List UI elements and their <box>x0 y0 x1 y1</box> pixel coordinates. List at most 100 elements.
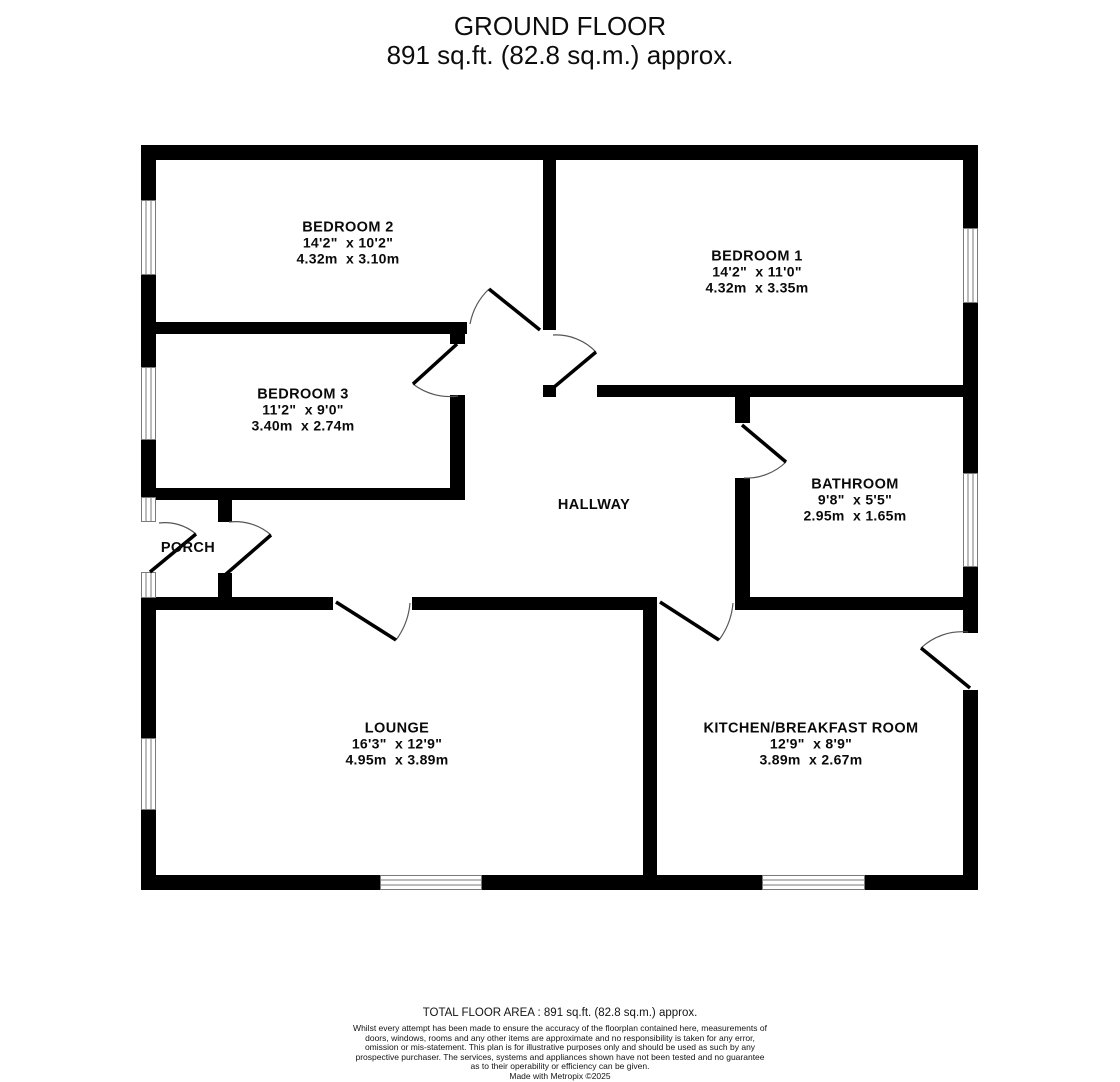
wall-bottom-middle <box>482 875 762 890</box>
room-dims-metric: 3.89m x 2.67m <box>759 751 863 767</box>
door-swing-arc <box>158 522 197 535</box>
door-leaf <box>335 600 397 642</box>
door-leaf <box>411 342 459 386</box>
doors <box>148 287 972 690</box>
wall-lounge-top-left <box>141 597 333 610</box>
door-kitchen-back <box>919 631 972 690</box>
interior-walls <box>141 145 978 875</box>
disclaimer-text: Whilst every attempt has been made to en… <box>353 1023 767 1072</box>
room-name: KITCHEN/BREAKFAST ROOM <box>703 720 919 737</box>
room-dims-imperial: 9'8" x 5'5" <box>817 491 893 508</box>
window-bathroom-right <box>963 473 978 567</box>
window-kitchen-bottom <box>762 875 865 890</box>
door-bedroom2 <box>469 287 542 332</box>
room-dims-imperial: 16'3" x 12'9" <box>351 735 443 752</box>
wall-lounge-kitchen-divider <box>643 597 657 875</box>
wall-bedroom3-bottom <box>141 488 465 500</box>
room-label-lounge: LOUNGE 16'3" x 12'9" 4.95m x 3.89m <box>345 721 448 768</box>
room-name: HALLWAY <box>557 497 631 513</box>
wall-porch-divider-bottom <box>218 573 232 597</box>
wall-bottom-right <box>865 875 978 890</box>
door-kitchen <box>659 600 734 642</box>
door-swing-arc <box>920 631 969 649</box>
floorplan-title: GROUND FLOOR 891 sq.ft. (82.8 sq.m.) app… <box>141 12 979 70</box>
room-name: PORCH <box>160 540 216 556</box>
wall-porch-divider-top <box>218 500 232 522</box>
room-name: BATHROOM <box>811 476 899 493</box>
title-floor-name: GROUND FLOOR <box>453 11 667 41</box>
room-name: LOUNGE <box>364 720 430 737</box>
door-swing-arc <box>395 602 411 641</box>
credit-text: Made with Metropix ©2025 <box>509 1070 611 1081</box>
room-dims-imperial: 12'9" x 8'9" <box>769 735 853 752</box>
room-label-bedroom-2: BEDROOM 2 14'2" x 10'2" 4.32m x 3.10m <box>296 220 399 267</box>
room-label-kitchen-breakfast-room: KITCHEN/BREAKFAST ROOM 12'9" x 8'9" 3.89… <box>703 721 918 768</box>
wall-left-seg3 <box>141 440 156 497</box>
door-leaf <box>148 532 198 574</box>
room-dims-metric: 4.32m x 3.35m <box>705 279 809 295</box>
room-name: BEDROOM 2 <box>302 219 394 236</box>
room-dims-metric: 4.32m x 3.10m <box>296 250 400 266</box>
room-name: BEDROOM 1 <box>711 248 803 265</box>
door-swing-arc <box>228 521 272 536</box>
room-dims-imperial: 14'2" x 10'2" <box>302 234 394 251</box>
window-lounge-left <box>141 738 156 810</box>
room-name: BEDROOM 3 <box>257 386 349 403</box>
footer: TOTAL FLOOR AREA : 891 sq.ft. (82.8 sq.m… <box>141 1006 979 1082</box>
door-leaf <box>551 350 598 390</box>
door-lounge <box>335 600 411 642</box>
window-bedroom3-left <box>141 367 156 440</box>
door-leaf <box>487 287 542 332</box>
title-floor-area: 891 sq.ft. (82.8 sq.m.) approx. <box>386 40 734 70</box>
door-swing-arc <box>552 334 597 353</box>
wall-left-seg4 <box>141 598 156 738</box>
room-label-porch: PORCH <box>161 540 215 556</box>
room-label-bathroom: BATHROOM 9'8" x 5'5" 2.95m x 1.65m <box>803 477 906 524</box>
windows <box>141 200 978 890</box>
wall-lounge-top-right <box>412 597 657 610</box>
wall-bedroom1-bottom <box>597 385 978 397</box>
wall-bedroom1-bedroom2-divider <box>543 145 556 330</box>
door-front-entrance <box>148 522 198 574</box>
wall-top <box>141 145 978 160</box>
room-dims-metric: 3.40m x 2.74m <box>251 417 355 433</box>
door-swing-arc <box>718 602 734 641</box>
wall-bathroom-bottom <box>735 597 978 610</box>
wall-bedroom2-bottom <box>141 322 467 334</box>
window-porch-upper <box>141 497 156 522</box>
wall-right-seg4 <box>963 690 978 890</box>
door-leaf <box>919 646 972 690</box>
wall-left-seg2 <box>141 275 156 367</box>
wall-left-seg1 <box>141 145 156 200</box>
wall-bedroom3-right <box>450 395 465 500</box>
door-bathroom <box>740 423 788 479</box>
room-dims-metric: 2.95m x 1.65m <box>803 507 907 523</box>
wall-bathroom-left-bottom <box>735 478 750 597</box>
room-dims-metric: 4.95m x 3.89m <box>345 751 449 767</box>
wall-bedroom3-door-stub <box>450 334 465 344</box>
room-label-bedroom-1: BEDROOM 1 14'2" x 11'0" 4.32m x 3.35m <box>705 249 808 296</box>
room-dims-imperial: 14'2" x 11'0" <box>712 263 802 280</box>
window-porch-lower <box>141 572 156 598</box>
door-swing-arc <box>469 288 490 325</box>
room-label-bedroom-3: BEDROOM 3 11'2" x 9'0" 3.40m x 2.74m <box>251 387 354 434</box>
wall-left-seg5 <box>141 810 156 890</box>
door-porch-to-hallway <box>223 521 273 577</box>
window-lounge-bottom <box>380 875 482 890</box>
wall-bottom-left <box>141 875 380 890</box>
window-bedroom1-right <box>963 228 978 303</box>
window-bedroom2-left <box>141 200 156 275</box>
door-leaf <box>223 533 273 577</box>
wall-right-seg1 <box>963 145 978 228</box>
room-label-hallway: HALLWAY <box>558 497 630 513</box>
door-swing-arc <box>412 383 459 398</box>
door-bedroom3 <box>411 342 459 398</box>
wall-bathroom-left-top <box>735 397 750 423</box>
total-floor-area: TOTAL FLOOR AREA : 891 sq.ft. (82.8 sq.m… <box>422 1007 698 1019</box>
wall-bedroom1-door-stub <box>543 385 556 397</box>
room-dims-imperial: 11'2" x 9'0" <box>262 401 344 418</box>
door-leaf <box>659 600 720 642</box>
door-leaf <box>740 423 788 464</box>
